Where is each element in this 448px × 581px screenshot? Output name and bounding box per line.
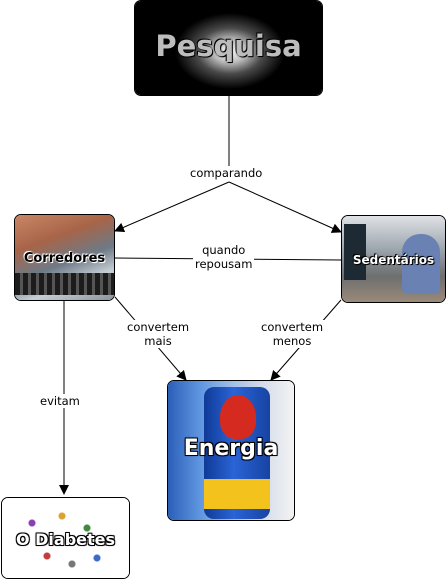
treadmill-belt bbox=[15, 273, 114, 295]
edge-label-evitam: evitam bbox=[38, 394, 82, 408]
edge-label-convertem-text-2: convertem bbox=[261, 320, 324, 334]
edge-to-corredores bbox=[114, 181, 230, 233]
corredores-label: Corredores bbox=[23, 251, 106, 266]
person-shape bbox=[402, 234, 440, 294]
edge-label-convertem-mais: convertem mais bbox=[125, 320, 192, 348]
tv-screen bbox=[344, 224, 366, 280]
node-energia[interactable]: Energia bbox=[167, 380, 295, 521]
sedentarios-label: Sedentários bbox=[352, 253, 435, 267]
edge-label-repousam-text: repousam bbox=[195, 257, 253, 271]
diabetes-label: O Diabetes bbox=[15, 530, 116, 549]
can-band bbox=[204, 479, 270, 509]
node-sedentarios[interactable]: Sedentários bbox=[341, 215, 446, 303]
node-diabetes[interactable]: O Diabetes bbox=[1, 497, 130, 579]
node-pesquisa[interactable]: Pesquisa bbox=[134, 0, 323, 96]
edge-label-quando-text: quando bbox=[202, 243, 246, 257]
pesquisa-image bbox=[135, 1, 322, 95]
node-corredores[interactable]: Corredores bbox=[14, 214, 115, 301]
edge-label-convertem-text: convertem bbox=[127, 320, 190, 334]
pesquisa-label: Pesquisa bbox=[155, 29, 302, 63]
edge-label-comparando: comparando bbox=[188, 166, 265, 180]
edge-label-convertem-menos: convertem menos bbox=[259, 320, 326, 348]
edge-label-mais-text: mais bbox=[144, 334, 172, 348]
edge-label-comparando-text: comparando bbox=[190, 166, 263, 180]
edge-label-menos-text: menos bbox=[272, 334, 312, 348]
edge-label-quando-repousam: quando repousam bbox=[193, 243, 255, 271]
edge-label-evitam-text: evitam bbox=[40, 394, 80, 408]
can-character bbox=[220, 395, 256, 439]
diabetes-image bbox=[2, 498, 129, 578]
edge-to-sedentarios bbox=[228, 181, 342, 233]
energia-label: Energia bbox=[183, 436, 279, 461]
